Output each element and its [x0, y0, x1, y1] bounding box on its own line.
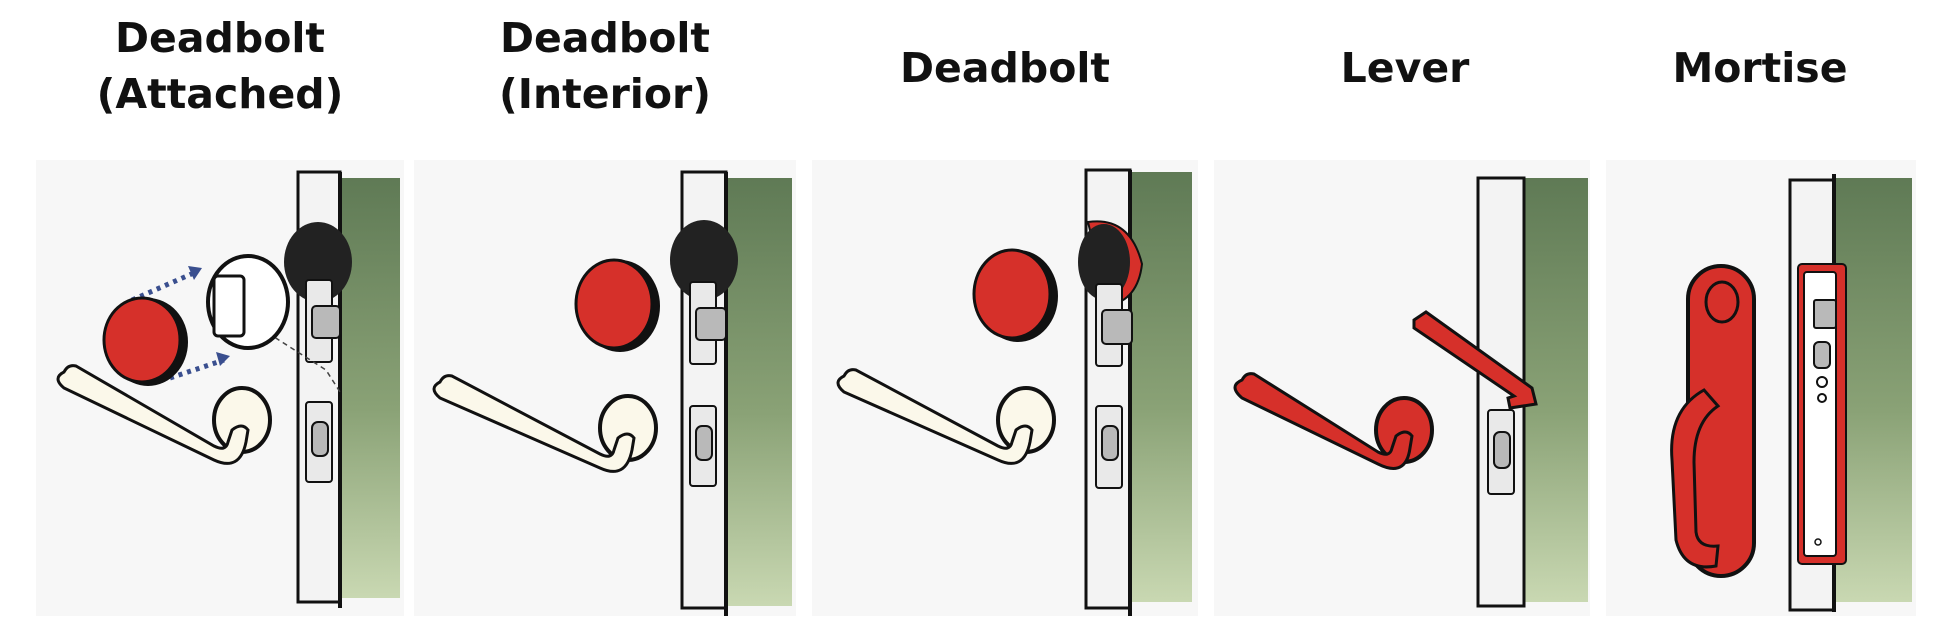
exterior-rosette [670, 220, 738, 300]
title-text: Deadbolt [899, 44, 1111, 92]
illustration-deadbolt-interior [432, 170, 792, 616]
red-cap [574, 258, 654, 350]
bolt [1101, 309, 1133, 345]
thumbturn [212, 274, 246, 338]
outdoor-scene [1128, 172, 1192, 602]
lever-handle [836, 368, 1034, 465]
lever-handle [432, 374, 636, 473]
card-deadbolt-interior [414, 160, 796, 616]
title-line2: (Interior) [499, 70, 711, 118]
screw-1 [1816, 376, 1828, 388]
bolt [311, 305, 341, 339]
card-deadbolt-attached [36, 160, 404, 616]
title-lever: Lever [1245, 40, 1565, 96]
latch [311, 421, 329, 457]
lever-handle [1233, 372, 1414, 470]
title-mortise: Mortise [1600, 40, 1920, 96]
arrowhead-upper [188, 266, 202, 280]
latch [1101, 425, 1119, 461]
title-line2: (Attached) [96, 70, 344, 118]
title-line1: Deadbolt [114, 14, 326, 62]
screw-2 [1817, 393, 1827, 403]
illustration-deadbolt-attached [56, 170, 400, 608]
bolt [695, 307, 727, 341]
title-deadbolt-attached: Deadbolt (Attached) [60, 10, 380, 122]
red-cap [972, 248, 1052, 340]
deadbolt-block [1813, 299, 1837, 329]
latch-block [1813, 341, 1831, 369]
title-text: Mortise [1672, 44, 1848, 92]
card-lever [1214, 160, 1590, 616]
arrow-lower [169, 357, 225, 381]
illustration-mortise [1670, 174, 1912, 612]
pull-handle [1670, 388, 1721, 569]
illustration-lever [1233, 176, 1588, 608]
arrowhead-lower [216, 352, 230, 366]
title-line1: Deadbolt [499, 14, 711, 62]
exterior-rosette [1078, 224, 1130, 300]
thumbturn [1704, 280, 1740, 324]
card-mortise [1606, 160, 1916, 616]
title-deadbolt: Deadbolt [845, 40, 1165, 96]
card-deadbolt [812, 160, 1198, 616]
exterior-rosette [284, 222, 352, 302]
outdoor-scene [338, 178, 400, 598]
title-deadbolt-interior: Deadbolt (Interior) [445, 10, 765, 122]
lever-handle [56, 364, 250, 465]
illustration-deadbolt [836, 168, 1192, 616]
red-cap [102, 296, 182, 384]
latch [1493, 431, 1511, 469]
screw-3 [1814, 538, 1822, 546]
latch [695, 425, 713, 461]
arrow-upper [130, 269, 198, 303]
title-text: Lever [1340, 44, 1470, 92]
exterior-lever [1412, 310, 1538, 410]
